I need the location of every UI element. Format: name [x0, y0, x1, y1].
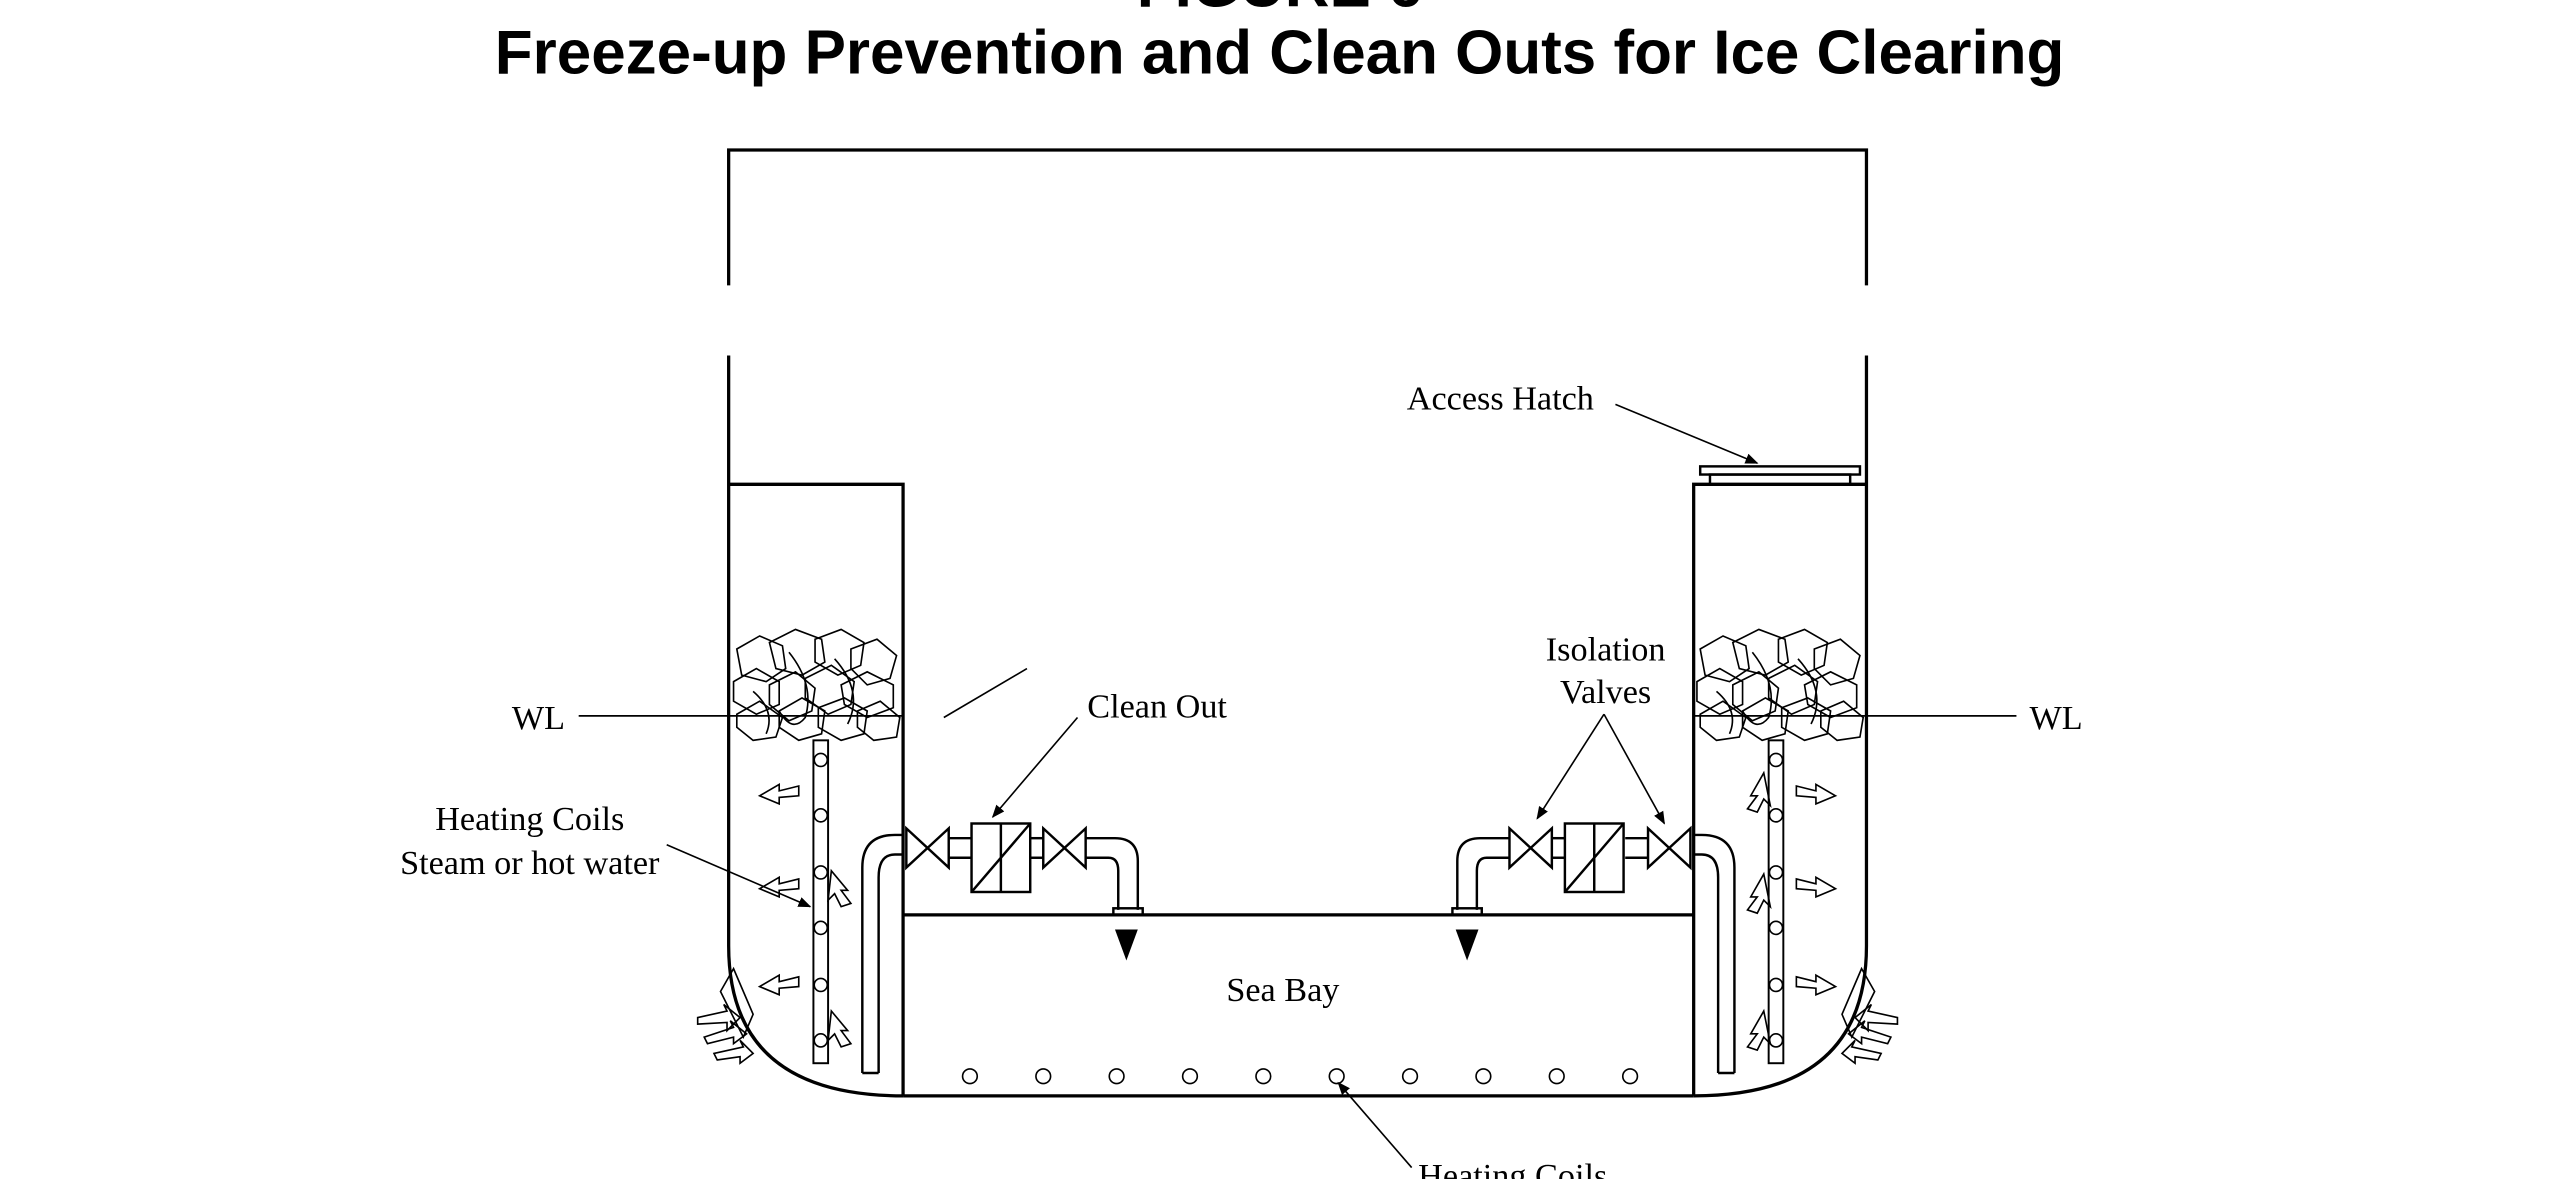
coil-tube	[1768, 808, 1784, 823]
coil-tube	[1181, 1068, 1199, 1085]
coil-tube	[961, 1068, 979, 1085]
ice-left	[732, 628, 901, 742]
flow-arrows-left	[757, 782, 853, 1048]
coil-tube	[1475, 1068, 1492, 1085]
left-side-tank	[728, 482, 905, 1096]
coil-tube	[813, 808, 829, 823]
left-valve-assembly	[905, 822, 1144, 917]
bottom-heating-coils-leader	[1337, 1081, 1413, 1169]
right-heating-coil	[1767, 739, 1785, 1065]
coil-tube	[1768, 977, 1784, 993]
hull-upper-outline	[727, 148, 1869, 286]
access-hatch-leader	[1615, 403, 1759, 464]
right-valve-assembly	[1451, 822, 1692, 917]
figure-heading: FIGURE 6	[0, 0, 2556, 18]
coil-tube	[813, 752, 829, 768]
coil-tube	[1328, 1068, 1345, 1085]
coil-tube	[1621, 1068, 1639, 1085]
coil-tube	[1108, 1068, 1125, 1085]
coil-tube	[1768, 1033, 1784, 1048]
coil-tube	[1035, 1068, 1052, 1085]
isolation-valve-leader-left	[1536, 713, 1605, 820]
heating-coils-leader	[666, 843, 812, 908]
isolation-valve-leader-right	[1603, 713, 1666, 825]
clean-out-leader	[991, 716, 1079, 818]
sea-bay-heating-coils	[961, 1068, 1639, 1085]
clean-out-label: Clean Out	[1087, 688, 1227, 726]
access-hatch	[1698, 465, 1862, 486]
wl-left-label: WL	[512, 699, 565, 737]
hull-left-side	[727, 355, 904, 1098]
inflow-arrows-left	[696, 966, 755, 1065]
coil-tube	[813, 1033, 829, 1048]
right-pipe	[1693, 833, 1736, 1075]
heating-coils-bottom-label: Heating Coils	[1418, 1157, 1607, 1179]
ice-right	[1696, 628, 1865, 742]
coil-tube	[1401, 1068, 1419, 1085]
drop-arrow-right	[1455, 929, 1479, 961]
coil-tube	[1255, 1068, 1272, 1085]
left-heating-coil	[812, 739, 830, 1065]
left-pipe	[861, 833, 904, 1075]
coil-tube	[1548, 1068, 1565, 1085]
wl-right-label: WL	[2029, 699, 2082, 737]
heating-coils-label-line1: Heating Coils	[435, 800, 624, 838]
stray-line	[943, 667, 1028, 719]
hull-right-side	[1693, 355, 1869, 1098]
coil-tube	[813, 920, 829, 936]
drop-arrow-left	[1114, 929, 1138, 961]
figure-title: Freeze-up Prevention and Clean Outs for …	[494, 19, 2065, 89]
heating-coils-label-line2: Steam or hot water	[400, 844, 660, 882]
sea-bay-label: Sea Bay	[1226, 971, 1339, 1009]
isolation-valves-label-line1: Isolation	[1546, 630, 1666, 668]
flow-arrows-right	[1746, 770, 1838, 1052]
inflow-arrows-right	[1840, 966, 1899, 1065]
coil-tube	[813, 865, 829, 880]
coil-tube	[1768, 920, 1784, 936]
coil-tube	[1768, 865, 1784, 880]
coil-tube	[813, 977, 829, 993]
access-hatch-label: Access Hatch	[1407, 379, 1594, 417]
right-side-tank	[1692, 482, 1867, 1096]
coil-tube	[1768, 752, 1784, 768]
isolation-valves-label-line2: Valves	[1560, 673, 1651, 711]
